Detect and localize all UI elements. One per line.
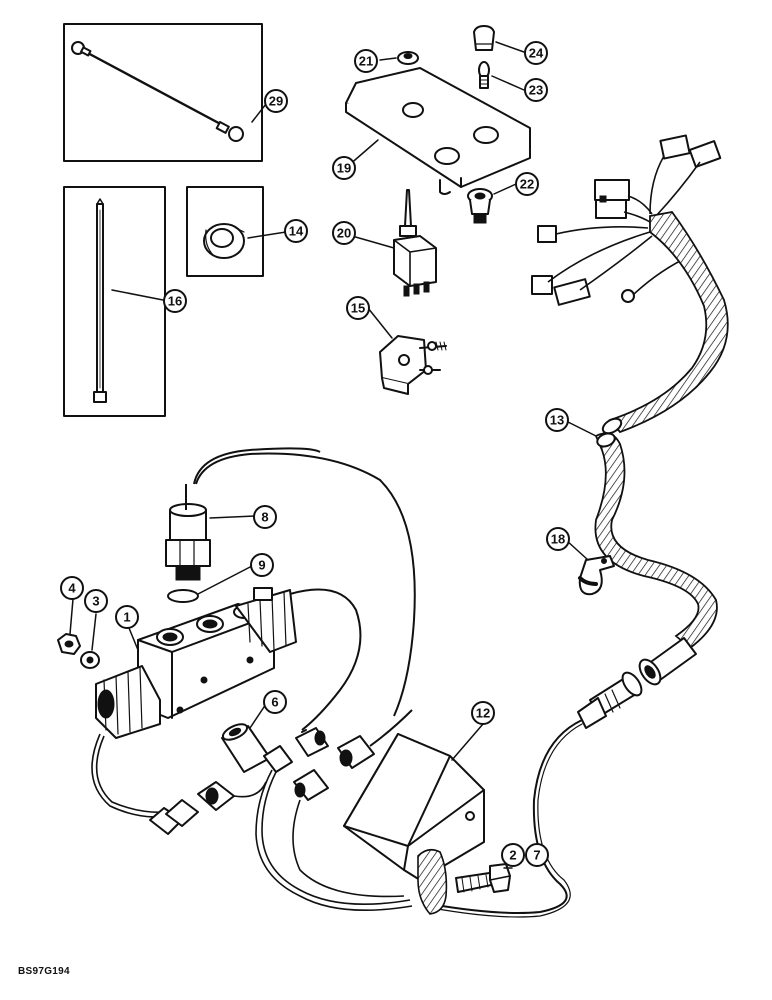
mounting-bracket (345, 67, 531, 195)
svg-text:21: 21 (359, 54, 373, 69)
hex-nut (57, 633, 81, 655)
callout-6: 6 (263, 690, 287, 714)
solenoid-valve (95, 587, 297, 739)
spacer-tube (221, 723, 271, 773)
svg-text:1: 1 (123, 610, 130, 625)
callout-19: 19 (332, 156, 356, 180)
lamp-lens (473, 25, 495, 51)
svg-text:2: 2 (509, 848, 516, 863)
control-module (343, 733, 485, 915)
cable-clamp (578, 555, 615, 596)
svg-text:22: 22 (520, 177, 534, 192)
ground-strap (71, 41, 244, 142)
nut-box (186, 186, 264, 277)
callout-13: 13 (545, 408, 569, 432)
threaded-nut (203, 223, 245, 259)
circuit-breaker (379, 335, 447, 395)
cable-tie (93, 198, 107, 403)
wire-harness (531, 134, 729, 435)
svg-text:24: 24 (529, 46, 544, 61)
svg-text:23: 23 (529, 83, 543, 98)
svg-text:13: 13 (550, 413, 564, 428)
svg-text:7: 7 (533, 848, 540, 863)
callout-23: 23 (524, 78, 548, 102)
cable-tie-box (63, 186, 166, 417)
main-cable (429, 719, 583, 914)
callout-15: 15 (346, 296, 370, 320)
cable-sheath (594, 432, 718, 650)
lamp-bulb (478, 61, 490, 89)
svg-text:4: 4 (68, 581, 76, 596)
svg-text:3: 3 (92, 594, 99, 609)
callout-7: 7 (525, 843, 549, 867)
svg-text:20: 20 (337, 226, 351, 241)
svg-text:12: 12 (476, 706, 490, 721)
svg-text:6: 6 (271, 695, 278, 710)
hex-bolt (455, 863, 511, 893)
svg-text:14: 14 (289, 224, 304, 239)
svg-text:29: 29 (269, 94, 283, 109)
callout-24: 24 (524, 41, 548, 65)
callout-9: 9 (250, 553, 274, 577)
pressure-switch (165, 447, 416, 717)
callout-1: 1 (115, 605, 139, 629)
callout-12: 12 (471, 701, 495, 725)
grommet (397, 51, 419, 65)
leader-lines (69, 41, 597, 869)
callout-4: 4 (60, 576, 84, 600)
callout-2: 2 (501, 843, 525, 867)
svg-text:9: 9 (258, 558, 265, 573)
svg-text:15: 15 (351, 301, 365, 316)
toggle-switch (393, 189, 437, 297)
callout-20: 20 (332, 221, 356, 245)
svg-text:8: 8 (261, 510, 268, 525)
o-ring (167, 589, 199, 603)
lock-washer (80, 651, 100, 669)
callout-21: 21 (354, 49, 378, 73)
lamp-holder (467, 188, 493, 224)
svg-text:18: 18 (551, 532, 565, 547)
circular-connector-pair (577, 637, 697, 729)
solenoid-wiring (91, 588, 413, 912)
svg-text:16: 16 (168, 294, 182, 309)
callout-8: 8 (253, 505, 277, 529)
callout-18: 18 (546, 527, 570, 551)
callout-22: 22 (515, 172, 539, 196)
svg-text:19: 19 (337, 161, 351, 176)
callout-14: 14 (284, 219, 308, 243)
callout-16: 16 (163, 289, 187, 313)
callout-29: 29 (264, 89, 288, 113)
figure-id: BS97G194 (18, 966, 70, 977)
ground-strap-box (63, 23, 263, 162)
callout-3: 3 (84, 589, 108, 613)
